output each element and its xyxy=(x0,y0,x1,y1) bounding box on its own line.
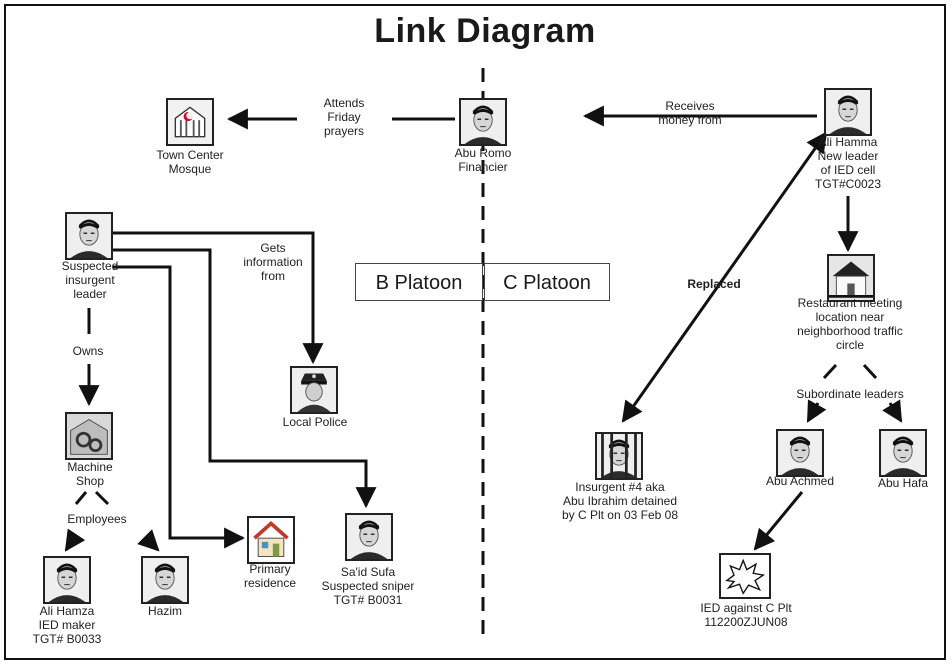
machine-shop-gears-icon xyxy=(65,412,113,460)
ali-hamza-portrait-icon xyxy=(43,556,91,604)
employees-split-left xyxy=(74,491,88,505)
gets-info-arrow xyxy=(113,231,324,365)
diagram-title: Link Diagram xyxy=(374,12,596,50)
local-police-label: Local Police xyxy=(282,415,348,429)
residence-link-arrow xyxy=(113,265,246,549)
restaurant-building-icon xyxy=(827,254,875,302)
b-platoon-label: B Platoon xyxy=(355,263,483,301)
hazim-portrait-icon xyxy=(141,556,189,604)
replaced-arrow xyxy=(621,131,828,423)
c-platoon-label: C Platoon xyxy=(484,263,610,301)
mosque-icon xyxy=(166,98,214,146)
diagram-border xyxy=(4,4,946,660)
abu-hafa-label: Abu Hafa xyxy=(877,476,929,490)
achmed-to-ied-arrow xyxy=(753,491,804,551)
employee-arrow-left xyxy=(64,528,86,552)
subordinate-line-left xyxy=(822,363,838,380)
employees-split-right xyxy=(94,490,110,506)
suspected-leader-portrait-icon xyxy=(65,212,113,260)
abu-achmed-label: Abu Achmed xyxy=(765,474,835,488)
police-officer-icon xyxy=(290,366,338,414)
house-icon xyxy=(247,516,295,564)
detained-prisoner-icon xyxy=(595,432,643,480)
subordinate-leaders-link-label: Subordinate leaders xyxy=(796,387,904,401)
abu-achmed-portrait-icon xyxy=(776,429,824,477)
ali-hamma-portrait-icon xyxy=(824,88,872,136)
subordinate-arrow-left xyxy=(806,399,827,423)
abu-hafa-portrait-icon xyxy=(879,429,927,477)
said-sufa-portrait-icon xyxy=(345,513,393,561)
replaced-link-label: Replaced xyxy=(687,277,741,291)
abu-romo-portrait-icon xyxy=(459,98,507,146)
employee-arrow-right xyxy=(137,529,160,552)
explosion-icon xyxy=(719,553,771,599)
hazim-label: Hazim xyxy=(147,604,182,618)
owns-link-label: Owns xyxy=(72,344,104,358)
subordinate-arrow-right xyxy=(882,399,903,423)
employees-link-label: Employees xyxy=(67,512,127,526)
subordinate-line-right xyxy=(862,363,878,380)
sniper-link-arrow xyxy=(113,248,377,509)
